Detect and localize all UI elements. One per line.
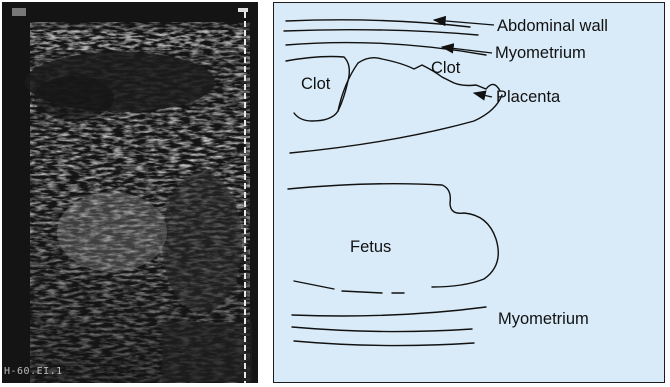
myometrium-line xyxy=(292,307,486,316)
label-placenta: Placenta xyxy=(496,88,561,106)
label-myometrium-top: Myometrium xyxy=(495,44,586,62)
label-fetus: Fetus xyxy=(350,238,391,256)
label-abdominal-wall: Abdominal wall xyxy=(497,17,608,35)
label-clot-right: Clot xyxy=(431,59,461,77)
myometrium-line xyxy=(294,341,474,346)
label-myometrium-bottom: Myometrium xyxy=(498,310,589,328)
labeled-diagram: Abdominal wall Myometrium Clot Clot Plac… xyxy=(273,2,665,383)
ultrasound-caption: H-60.EI.1 xyxy=(4,366,63,377)
ultrasound-scan xyxy=(2,2,258,383)
fetus-lower-line xyxy=(294,281,334,289)
myometrium-line xyxy=(292,327,472,332)
ultrasound-image: H-60.EI.1 xyxy=(2,2,258,383)
diagram-drawing: Abdominal wall Myometrium Clot Clot Plac… xyxy=(274,3,666,384)
placenta-outline xyxy=(338,58,500,111)
label-clot-left: Clot xyxy=(301,75,331,93)
abdominal-wall-line xyxy=(284,30,478,35)
arrow-placenta xyxy=(474,93,492,97)
placenta-lower-line xyxy=(290,95,502,153)
fetus-lower-line xyxy=(342,291,382,293)
fetus-outline xyxy=(288,184,498,287)
